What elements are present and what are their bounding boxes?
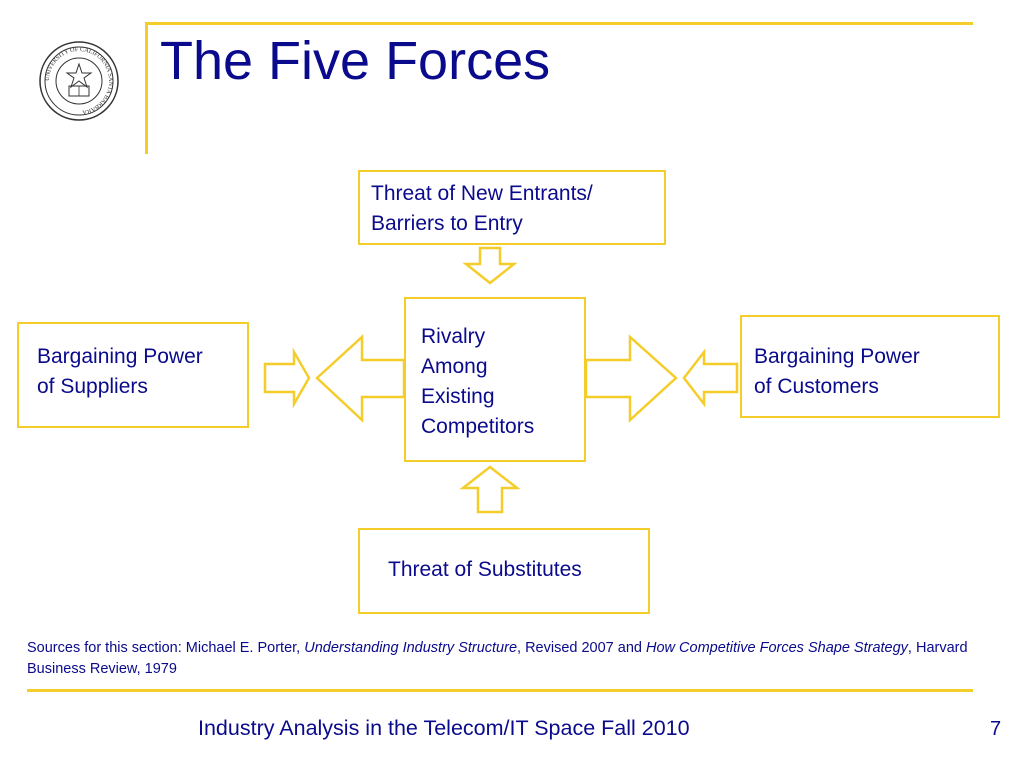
arrow-double-rivalry bbox=[315, 334, 406, 423]
rivalry-line-4: Competitors bbox=[421, 415, 535, 438]
suppliers-line-1: Bargaining Power bbox=[37, 345, 203, 368]
rivalry-line-2: Among bbox=[421, 355, 488, 378]
rivalry-line-1: Rivalry bbox=[421, 325, 486, 348]
footer-text: Industry Analysis in the Telecom/IT Spac… bbox=[198, 716, 690, 740]
arrow-up-substitutes bbox=[459, 465, 521, 514]
arrow-down-entrants bbox=[462, 246, 518, 285]
university-seal-icon: UNIVERSITY OF CALIFORNIA SANTA BARBARA bbox=[39, 41, 119, 121]
arrow-right-suppliers bbox=[263, 347, 311, 409]
slide-title: The Five Forces bbox=[160, 31, 551, 91]
arrow-left-customers bbox=[682, 348, 739, 408]
suppliers-line-2: of Suppliers bbox=[37, 375, 148, 398]
box-customers: Bargaining Power of Customers bbox=[740, 315, 1000, 418]
top-rule bbox=[145, 22, 973, 25]
sources-suffix: , Harvard Business Review, 1979 bbox=[27, 640, 968, 677]
sources-middle: , Revised 2007 and bbox=[517, 640, 646, 656]
sources-work-1: Understanding Industry Structure bbox=[304, 640, 518, 656]
sources-prefix: Sources for this section: Michael E. Por… bbox=[27, 640, 305, 656]
box-substitutes: Threat of Substitutes bbox=[358, 528, 650, 614]
customers-line-2: of Customers bbox=[754, 375, 879, 398]
new-entrants-line-1: Threat of New Entrants/ bbox=[371, 182, 593, 205]
substitutes-line-1: Threat of Substitutes bbox=[388, 558, 582, 581]
customers-line-1: Bargaining Power bbox=[754, 345, 920, 368]
rivalry-line-3: Existing bbox=[421, 385, 495, 408]
box-rivalry: Rivalry Among Existing Competitors bbox=[404, 297, 586, 462]
arrow-double-rivalry-right bbox=[584, 334, 678, 423]
new-entrants-line-2: Barriers to Entry bbox=[371, 212, 523, 235]
bottom-rule bbox=[27, 689, 973, 692]
sources-citation: Sources for this section: Michael E. Por… bbox=[27, 638, 987, 680]
box-new-entrants: Threat of New Entrants/ Barriers to Entr… bbox=[358, 170, 666, 245]
left-rule bbox=[145, 22, 148, 154]
sources-work-2: How Competitive Forces Shape Strategy bbox=[646, 640, 908, 656]
box-suppliers: Bargaining Power of Suppliers bbox=[17, 322, 249, 428]
page-number: 7 bbox=[990, 718, 1002, 740]
